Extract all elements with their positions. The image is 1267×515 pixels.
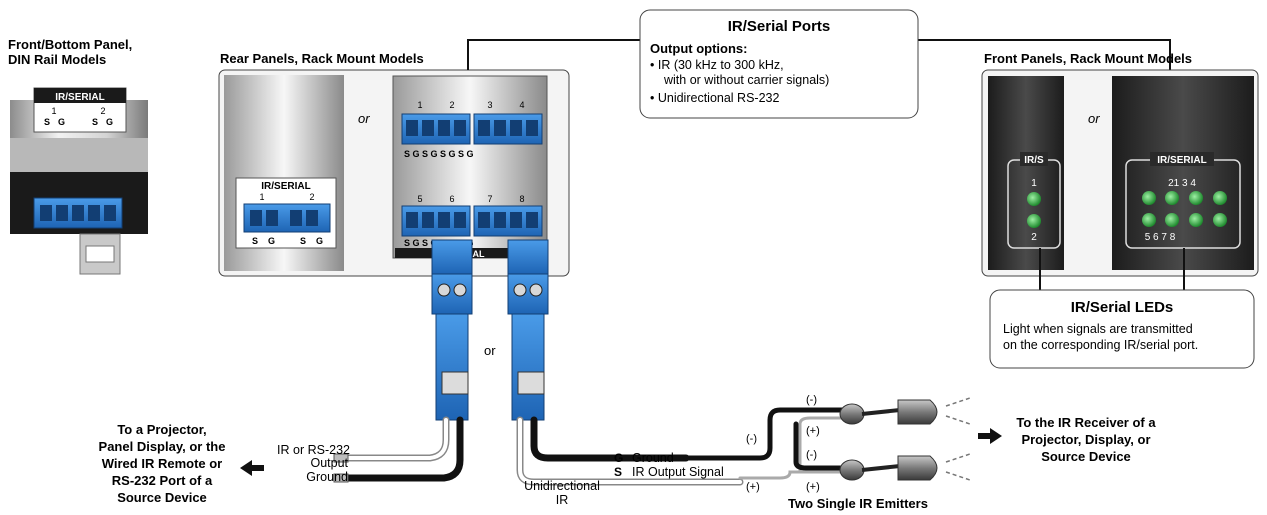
callout-ir-serial-ports: IR/Serial Ports Output options: • IR (30… <box>467 9 1171 150</box>
rear-small-port-1: 1 <box>259 192 264 202</box>
polarity-neg-left: (-) <box>746 433 757 445</box>
front-or: or <box>1088 111 1100 126</box>
rear-small-port-2: 2 <box>309 192 314 202</box>
right-dest-line1: To the IR Receiver of a <box>1016 415 1156 430</box>
din-pin-g2: G <box>106 117 113 127</box>
left-dest-line5: Source Device <box>117 490 207 505</box>
rear-top-pins: S G S G S G S G <box>404 149 474 159</box>
polarity-pos-mid: (+) <box>806 425 820 437</box>
ports-subtitle: Output options: <box>650 41 747 56</box>
leds-title: IR/Serial LEDs <box>1071 299 1174 316</box>
din-pin-g1: G <box>58 117 65 127</box>
wire-terminals <box>333 453 349 483</box>
rear-small-pin-s1: S <box>252 236 258 246</box>
rear-small-pin-g2: G <box>316 236 323 246</box>
right-dest-line2: Projector, Display, or <box>1021 432 1150 447</box>
front-serial-top-numbers: 21 3 4 <box>1168 178 1196 189</box>
rear-top-port-4: 4 <box>519 100 524 110</box>
left-dest-line3: Wired IR Remote or <box>102 456 223 471</box>
cables <box>344 407 851 486</box>
ports-bullet2: • Unidirectional RS-232 <box>650 91 779 105</box>
din-pin-s2: S <box>92 117 98 127</box>
rear-heading: Rear Panels, Rack Mount Models <box>220 51 424 66</box>
g-letter: G <box>614 451 623 465</box>
front-panels: Front Panels, Rack Mount Models or IR/S … <box>981 51 1259 292</box>
rear-small-pin-s2: S <box>300 236 306 246</box>
din-heading-line1: Front/Bottom Panel, <box>8 37 132 52</box>
polarity-neg-mid: (-) <box>806 449 817 461</box>
irs-led-2 <box>1027 214 1041 228</box>
ports-bullet1-line1: • IR (30 kHz to 300 kHz, <box>650 58 784 72</box>
leds-line2: on the corresponding IR/serial port. <box>1003 338 1198 352</box>
rear-bottom-port-8: 8 <box>519 194 524 204</box>
irs-label: IR/S <box>1024 155 1044 166</box>
irs-number-1: 1 <box>1031 178 1037 189</box>
cable-plugs: or <box>431 239 549 421</box>
left-dest-line1: To a Projector, <box>117 422 206 437</box>
front-heading: Front Panels, Rack Mount Models <box>984 51 1192 66</box>
din-serial-label: IR/SERIAL <box>55 92 104 103</box>
unidirectional-line1: Unidirectional <box>524 479 600 493</box>
din-port-2: 2 <box>100 106 105 116</box>
polarity-pos-bottom: (+) <box>806 481 820 493</box>
left-output-line2: Output <box>310 456 348 470</box>
emitters-label: Two Single IR Emitters <box>788 496 928 511</box>
front-serial-label: IR/SERIAL <box>1157 155 1206 166</box>
cabling-labels: IR or RS-232 Output Ground To a Projecto… <box>99 394 1157 511</box>
left-output-line1: IR or RS-232 <box>277 443 350 457</box>
rear-top-port-1: 1 <box>417 100 422 110</box>
rear-top-port-3: 3 <box>487 100 492 110</box>
leds-line1: Light when signals are transmitted <box>1003 322 1193 336</box>
rear-bottom-port-7: 7 <box>487 194 492 204</box>
din-pin-s1: S <box>44 117 50 127</box>
left-dest-line2: Panel Display, or the <box>99 439 226 454</box>
front-serial-bottom-numbers: 5 6 7 8 <box>1145 232 1176 243</box>
ir-emitters <box>839 397 971 481</box>
rear-top-port-2: 2 <box>449 100 454 110</box>
ports-title: IR/Serial Ports <box>728 18 831 35</box>
din-heading-line2: DIN Rail Models <box>8 52 106 67</box>
rear-bottom-port-5: 5 <box>417 194 422 204</box>
din-rail-panel: Front/Bottom Panel, DIN Rail Models IR/S… <box>8 37 148 275</box>
right-dest-line3: Source Device <box>1041 449 1131 464</box>
left-ground: Ground <box>306 470 348 484</box>
s-letter: S <box>614 465 622 479</box>
left-dest-line4: RS-232 Port of a <box>112 473 213 488</box>
irs-led-1 <box>1027 192 1041 206</box>
polarity-neg-top: (-) <box>806 394 817 406</box>
polarity-pos-left: (+) <box>746 481 760 493</box>
signal-label: IR Output Signal <box>632 465 724 479</box>
din-port-1: 1 <box>51 106 56 116</box>
irs-number-2: 2 <box>1031 232 1037 243</box>
emitter-top-icon <box>897 399 938 425</box>
rear-bottom-port-6: 6 <box>449 194 454 204</box>
ground-label: Ground <box>632 451 674 465</box>
rear-panels: Rear Panels, Rack Mount Models or IR/SER… <box>218 51 570 277</box>
emitter-bottom-icon <box>897 455 938 481</box>
rear-small-label: IR/SERIAL <box>261 181 310 192</box>
left-arrow-icon <box>240 460 264 476</box>
cable-or: or <box>484 343 496 358</box>
ports-bullet1-line2: with or without carrier signals) <box>663 73 829 87</box>
right-arrow-icon <box>978 428 1002 444</box>
callout-ir-serial-leds: IR/Serial LEDs Light when signals are tr… <box>989 289 1255 369</box>
rear-or: or <box>358 111 370 126</box>
unidirectional-line2: IR <box>556 493 569 507</box>
rear-small-pin-g1: G <box>268 236 275 246</box>
